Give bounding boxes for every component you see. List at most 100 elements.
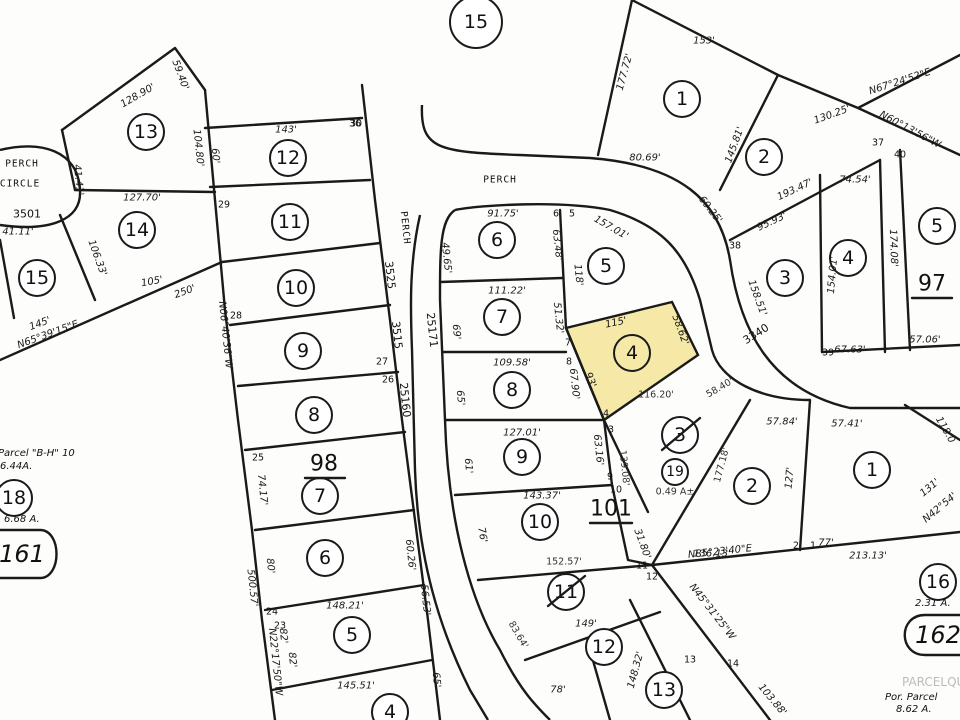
dim-70: 82' [286, 652, 299, 669]
lot-4-left[interactable]: 4 [371, 693, 409, 720]
lot-16-acres: 2.31 A. [915, 598, 951, 609]
dim-2: 130.25' [812, 103, 851, 126]
lot13-west [60, 128, 77, 192]
mid-lot-line-1 [438, 276, 564, 284]
lot-13-left[interactable]: 13 [127, 113, 165, 151]
oval-161 [0, 528, 58, 580]
dim-34: 143.37' [523, 491, 561, 502]
corner-8: 23 [274, 621, 286, 632]
lot-5-far-right[interactable]: 5 [918, 207, 956, 245]
dim-20: 118' [571, 264, 584, 287]
lot-10-left[interactable]: 10 [277, 269, 315, 307]
svg-text:13: 13 [134, 121, 158, 143]
corner-10: 6 [553, 209, 559, 220]
lot-9-mid[interactable]: 9 [503, 438, 541, 476]
lot-15-left[interactable]: 15 [18, 259, 56, 297]
lot-3-mid-right[interactable]: 3 [660, 416, 702, 454]
svg-text:15: 15 [464, 11, 488, 33]
svg-text:11: 11 [278, 211, 302, 233]
svg-text:5: 5 [346, 624, 358, 646]
dim-28: 116.20' [638, 390, 674, 401]
lot-8-mid[interactable]: 8 [493, 371, 531, 409]
dim-66: 56.53' [418, 584, 432, 616]
dim-26: 67.90' [567, 368, 581, 400]
corner-9: 5 [569, 209, 575, 220]
lot-8-left[interactable]: 8 [295, 396, 333, 434]
block-98: 98 [310, 452, 338, 477]
corner-16: 12 [646, 572, 658, 583]
corner-22: 40 [894, 150, 906, 161]
lot-11-left[interactable]: 11 [271, 203, 309, 241]
lot15-bottom [0, 260, 224, 362]
lot-4-highlighted[interactable]: 4 [613, 334, 651, 372]
dim-32: 139.08' [617, 450, 632, 487]
lot5-west [898, 148, 912, 352]
lot-3-top-right[interactable]: 3 [766, 259, 804, 297]
dim-10: 174.08' [887, 229, 899, 267]
lot-5-left[interactable]: 5 [333, 616, 371, 654]
dim-60: 105' [140, 275, 163, 290]
lot-9-left[interactable]: 9 [284, 332, 322, 370]
bearing-7: N45°31'25"W [687, 582, 738, 643]
corner-12: 8 [566, 357, 572, 368]
svg-text:8: 8 [308, 404, 320, 426]
corner-15: 11 [636, 561, 648, 572]
lot-line-7-top [243, 430, 407, 452]
lot-16-right[interactable]: 16 [919, 563, 957, 601]
dim-50: 61' [462, 458, 475, 475]
lot-7-left[interactable]: 7 [301, 477, 339, 515]
dim-48: 69' [450, 324, 463, 341]
dim-47: 49.65' [439, 242, 453, 274]
dim-36: 136.13' [693, 549, 731, 560]
dim-43: 83.64' [506, 619, 530, 650]
lot14-top [73, 188, 217, 194]
note-acres-left: 6.44A. [0, 461, 32, 472]
lot-11-mid[interactable]: 11 [546, 573, 587, 611]
parcel-15-label[interactable]: 15 [449, 0, 503, 49]
lot-6-left[interactable]: 6 [306, 539, 344, 577]
lot-1-right-lower[interactable]: 1 [853, 451, 891, 489]
lot-13-mid[interactable]: 13 [645, 671, 683, 709]
addr-25160: 25160 [397, 382, 414, 418]
corner-25: 4 [603, 409, 609, 420]
svg-text:3: 3 [779, 267, 791, 289]
lot-10-mid[interactable]: 10 [521, 503, 559, 541]
dim-1: 177.72' [615, 52, 635, 91]
block98-west-line [203, 88, 277, 720]
dim-63: 74.17' [255, 474, 269, 506]
lot-4-top-right[interactable]: 4 [829, 239, 867, 277]
lot-5-mid-right[interactable]: 5 [587, 247, 625, 285]
note-parcel-bh: Parcel "B-H" 10 [0, 448, 75, 459]
dim-53: 60' [209, 148, 222, 165]
dim-7: 74.54' [839, 175, 870, 186]
lot15-west [0, 238, 16, 320]
oval-162 [903, 613, 960, 657]
svg-text:5: 5 [931, 215, 943, 237]
lot-1-top-right[interactable]: 1 [663, 80, 701, 118]
dim-37: 77' [818, 538, 833, 549]
lot-19[interactable]: 19 [661, 458, 689, 486]
lot-14-left[interactable]: 14 [118, 211, 156, 249]
addr-3501: 3501 [13, 208, 41, 221]
dim-72: 82' [277, 628, 290, 645]
lot-18-left[interactable]: 18 [0, 479, 33, 517]
dim-13: 57.06' [909, 335, 940, 346]
lot-line-6-top [253, 508, 416, 532]
svg-text:1: 1 [676, 88, 688, 110]
lot-2-top-right[interactable]: 2 [745, 138, 783, 176]
corner-7: 24 [266, 607, 278, 618]
svg-text:16: 16 [926, 571, 950, 593]
corner-24: 3 [608, 425, 614, 436]
lot-2-mid-right[interactable]: 2 [733, 467, 771, 505]
block-97: 97 [918, 272, 946, 297]
lot-18-acres: 6.68 A. [4, 514, 40, 525]
lot-12-left[interactable]: 12 [269, 139, 307, 177]
dim-41: 152.57' [546, 557, 582, 568]
lot-12-mid[interactable]: 12 [585, 628, 623, 666]
lot-line-5-top [263, 583, 426, 612]
dim-69: 65' [430, 672, 443, 689]
lot-7-mid[interactable]: 7 [483, 298, 521, 336]
lot-6-mid[interactable]: 6 [478, 221, 516, 259]
svg-text:12: 12 [276, 147, 300, 169]
